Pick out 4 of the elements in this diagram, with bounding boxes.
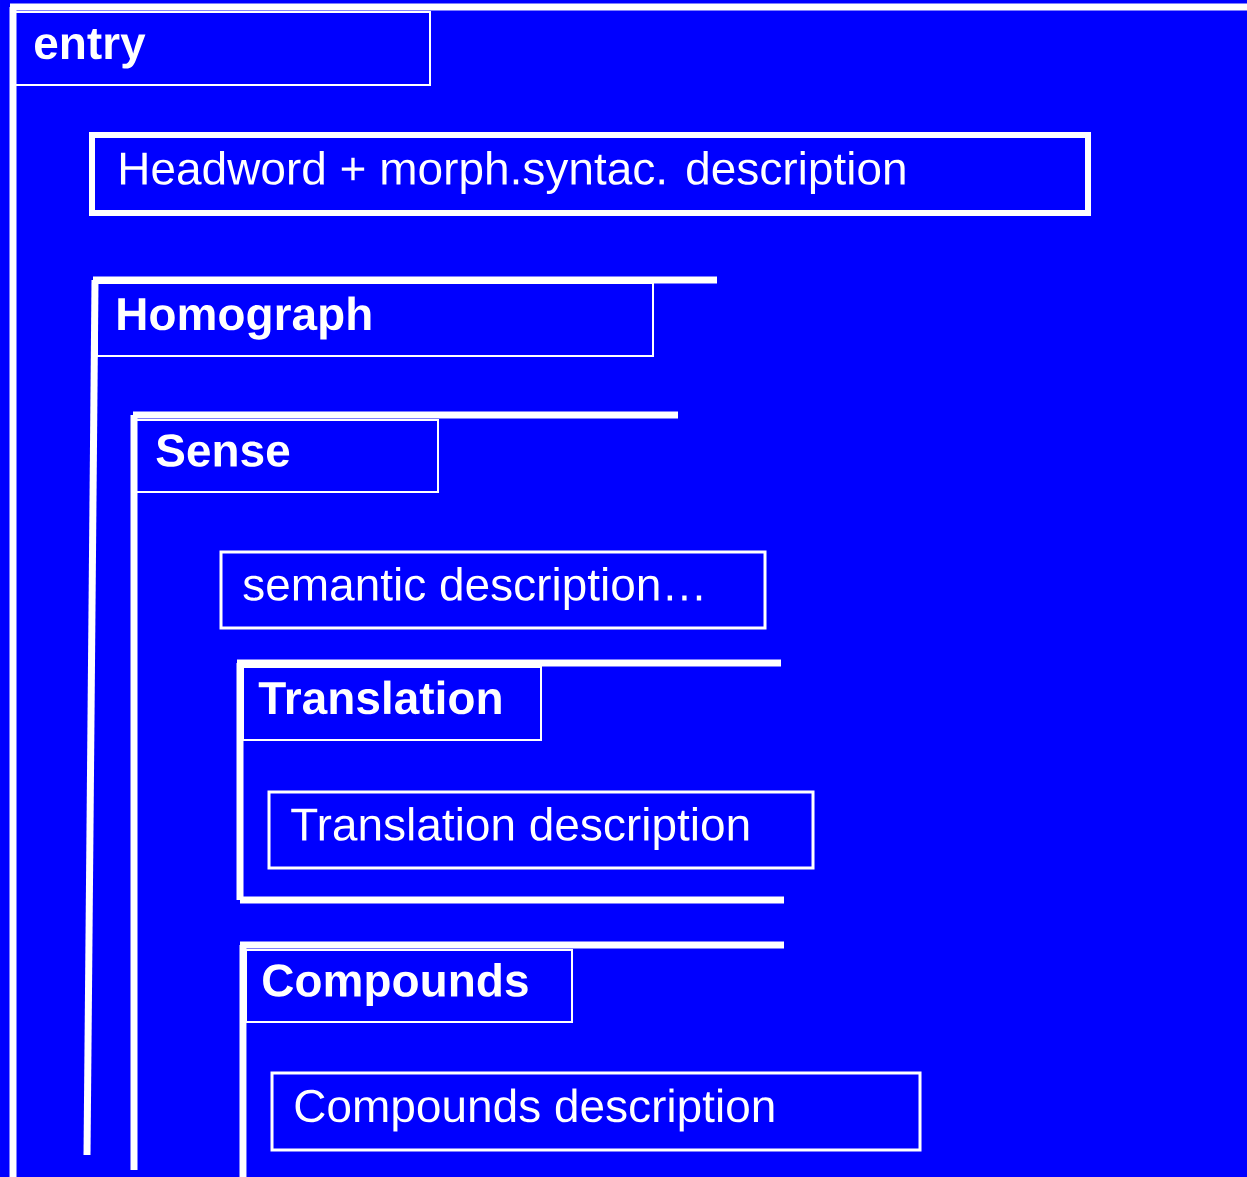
text-box: Translation description: [267, 790, 815, 870]
text-box: Headword + morph.syntac. description: [89, 132, 1091, 216]
text-box: semantic description…: [219, 550, 767, 630]
text-box: Compounds description: [270, 1071, 922, 1152]
